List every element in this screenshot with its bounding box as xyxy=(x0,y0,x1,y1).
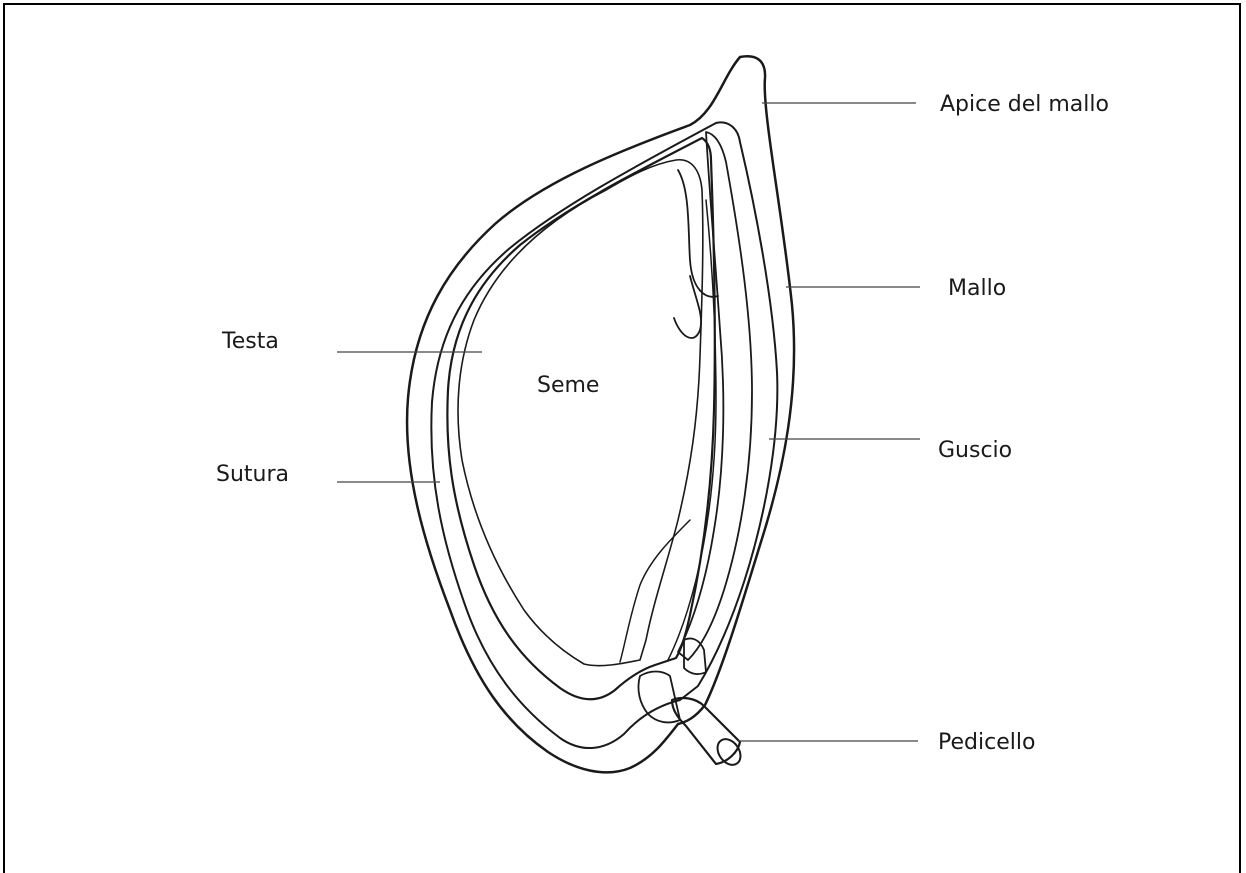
seed-inner-line xyxy=(668,200,716,660)
label-pedicello: Pedicello xyxy=(938,730,1035,755)
label-testa: Testa xyxy=(221,329,279,354)
label-seme: Seme xyxy=(537,373,599,398)
pedicel-pedicello xyxy=(672,698,740,764)
label-sutura: Sutura xyxy=(216,462,289,487)
label-apice-del-mallo: Apice del mallo xyxy=(940,92,1109,117)
seed-seme xyxy=(458,160,703,666)
seed-base-curve xyxy=(620,520,690,662)
label-guscio: Guscio xyxy=(938,438,1012,463)
testa-membrane xyxy=(447,138,714,699)
shell-base-block-right xyxy=(684,638,706,674)
label-mallo: Mallo xyxy=(948,276,1006,301)
